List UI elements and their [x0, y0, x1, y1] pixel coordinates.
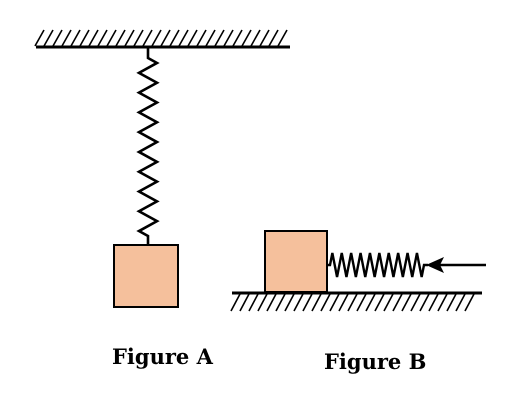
figure-b-caption: Figure B: [324, 349, 427, 374]
horizontal-spring: [327, 252, 428, 278]
hanging-block: [113, 244, 179, 308]
figure-a-caption: Figure A: [112, 344, 213, 369]
vertical-spring: [136, 48, 160, 245]
force-arrow: [426, 257, 486, 273]
ceiling-support: [34, 29, 290, 49]
floor-support: [230, 291, 482, 312]
sliding-block: [264, 230, 328, 293]
